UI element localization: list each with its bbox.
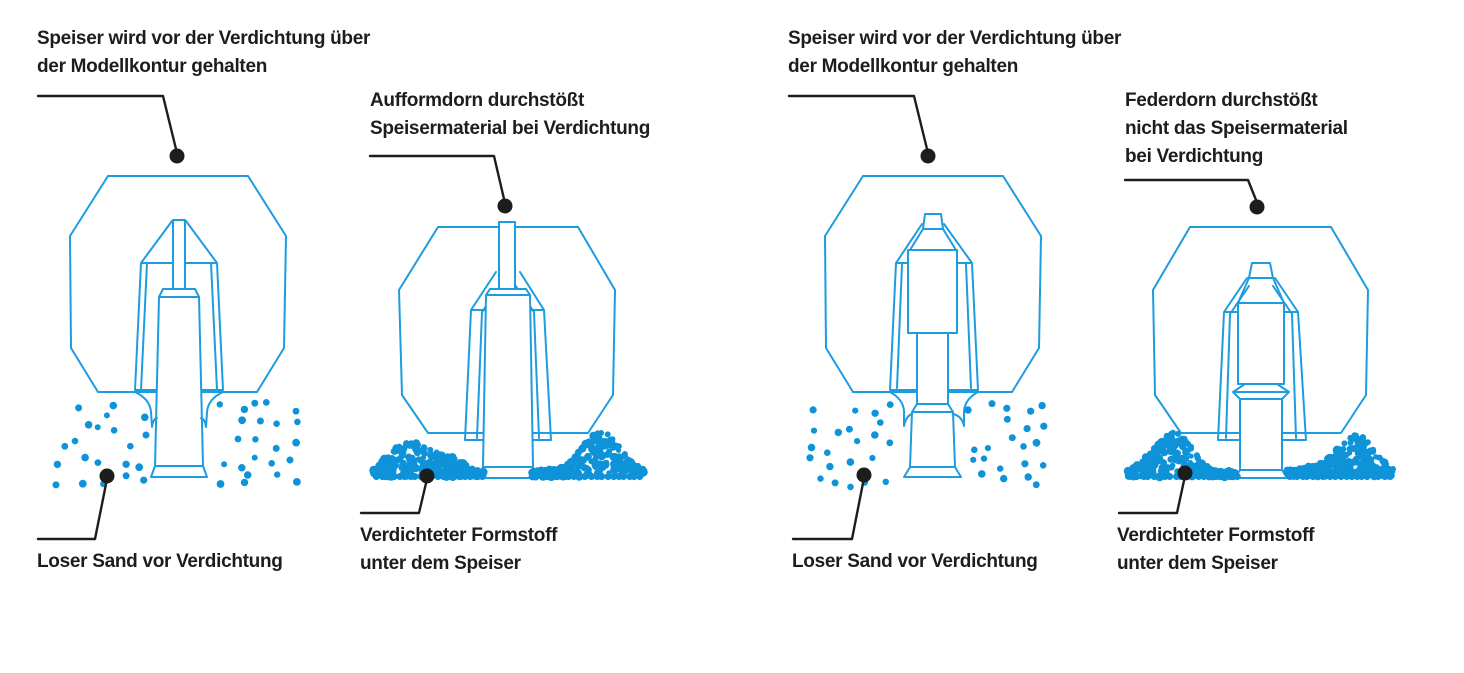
compaction-column xyxy=(154,296,204,467)
compaction-column xyxy=(909,411,956,468)
skirt-right xyxy=(200,391,224,428)
feeder-outline xyxy=(824,175,1042,393)
column-foot xyxy=(1234,469,1288,479)
federdorn-neck xyxy=(1237,277,1285,304)
figure-1-before-compaction xyxy=(69,175,287,478)
feeder-outline xyxy=(398,226,616,434)
compaction-column xyxy=(1239,398,1283,471)
federdorn-cap xyxy=(922,213,944,230)
callout-line-fig1-bottom xyxy=(36,477,109,541)
callout-line-fig3-bottom xyxy=(791,476,866,541)
callout-line-fig1-top xyxy=(36,94,178,151)
federdorn-cap xyxy=(1248,262,1274,279)
figure-3-before-compaction xyxy=(824,175,1042,478)
skirt-left xyxy=(889,391,913,427)
stem-flare xyxy=(911,403,954,413)
aufformdorn-pin xyxy=(172,219,186,290)
label-fig4-top: Federdorn durchstößt nicht das Speiserma… xyxy=(1125,90,1348,167)
callout-dot-fig1-top xyxy=(169,148,185,164)
federdorn-stem xyxy=(916,332,949,405)
callout-dot-fig1-bottom xyxy=(99,468,115,484)
callout-line-fig4-bottom xyxy=(1117,474,1187,515)
label-fig3-bottom: Loser Sand vor Verdichtung xyxy=(792,551,1038,572)
callouts xyxy=(36,94,1265,541)
federdorn-bellows xyxy=(1232,383,1290,400)
figure-2-compacted-aufformdorn xyxy=(398,221,616,479)
label-fig1-bottom: Loser Sand vor Verdichtung xyxy=(37,551,283,572)
callout-dot-fig3-bottom xyxy=(856,467,872,483)
callout-line-fig4-top xyxy=(1123,178,1258,202)
callout-line-fig2-bottom xyxy=(359,477,429,515)
federdorn-neck xyxy=(909,228,957,251)
column-cap xyxy=(158,288,200,298)
skirt-left xyxy=(134,391,158,428)
skirt-right xyxy=(952,391,979,427)
compacted-sand-mounds xyxy=(369,429,1396,482)
label-fig2-bottom: Verdichteter Formstoff unter dem Speiser xyxy=(360,525,558,574)
callout-dot-fig2-bottom xyxy=(419,468,435,484)
aufformdorn-pin-protruding xyxy=(498,221,516,291)
figure-4-compacted-federdorn xyxy=(1152,226,1369,479)
callout-line-fig2-top xyxy=(368,154,506,201)
callout-dot-fig4-bottom xyxy=(1177,465,1193,481)
label-fig1-top: Speiser wird vor der Verdichtung über de… xyxy=(37,28,371,77)
column-foot xyxy=(903,466,962,478)
label-fig2-top: Aufformdorn durchstößt Speisermaterial b… xyxy=(370,90,651,139)
federdorn-body xyxy=(1237,302,1285,385)
callout-dot-fig4-top xyxy=(1249,199,1265,215)
column-foot xyxy=(150,465,208,478)
label-fig3-top: Speiser wird vor der Verdichtung über de… xyxy=(788,28,1122,77)
callout-line-fig3-top xyxy=(787,94,929,151)
feeder-outline xyxy=(69,175,287,393)
feeder-outline xyxy=(1152,226,1369,434)
label-fig4-bottom: Verdichteter Formstoff unter dem Speiser xyxy=(1117,525,1315,574)
federdorn-body xyxy=(907,249,958,334)
callout-dot-fig3-top xyxy=(920,148,936,164)
loose-sand-dots xyxy=(52,399,1048,491)
callout-dot-fig2-top xyxy=(497,198,513,214)
compaction-column xyxy=(482,294,534,468)
